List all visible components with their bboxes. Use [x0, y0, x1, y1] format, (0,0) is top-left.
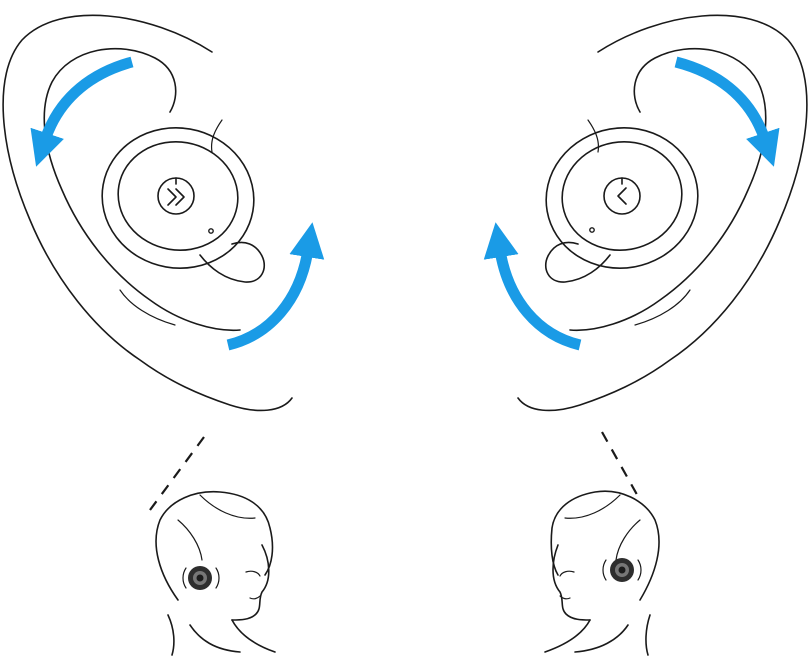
left-ear-illustration — [2, 14, 293, 412]
left-leader-line — [149, 436, 205, 511]
right-head-illustration — [544, 490, 660, 656]
left-head-illustration — [155, 490, 276, 656]
led-indicator — [589, 227, 595, 233]
right-rotation-arrows — [483, 56, 780, 351]
right-leader-line — [601, 431, 641, 501]
led-indicator — [208, 228, 214, 234]
left-rotation-arrows — [30, 56, 325, 351]
right-earbud — [544, 127, 699, 283]
right-ear-illustration — [517, 14, 808, 412]
left-earbud — [101, 127, 266, 283]
